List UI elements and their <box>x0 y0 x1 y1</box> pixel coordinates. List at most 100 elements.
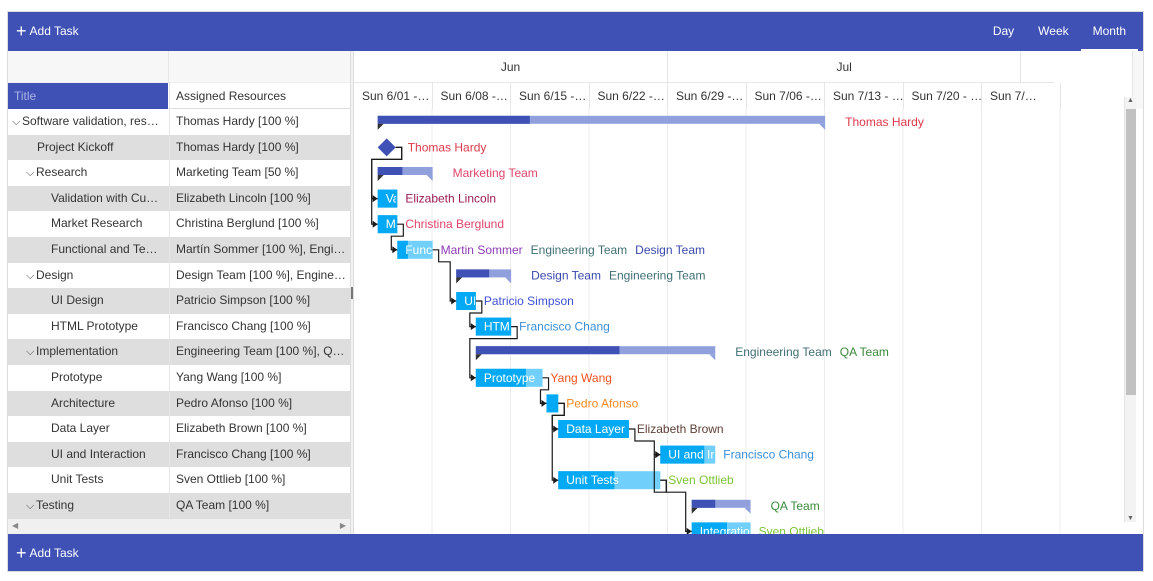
chevron-down-icon[interactable]: ⌵ <box>12 116 21 128</box>
view-week-button[interactable]: Week <box>1038 24 1069 38</box>
summary-bar-end-cap <box>819 123 826 130</box>
summary-bar-progress <box>691 499 716 508</box>
scroll-down-icon[interactable]: ▼ <box>1127 515 1134 522</box>
grid-row[interactable]: Validation with Cus… Elizabeth Lincoln [1… <box>8 185 350 212</box>
week-header: Sun 7/20 - … <box>904 83 982 109</box>
resource-label: Thomas Hardy <box>845 115 924 129</box>
task-title-cell: HTML Prototype <box>8 314 168 340</box>
view-month-button[interactable]: Month <box>1080 12 1138 51</box>
task-bar-label: Data Layer <box>566 422 625 436</box>
task-title-cell: Validation with Cus… <box>8 186 168 212</box>
assigned-resources-cell: Sven Ottlieb [100 %] <box>169 467 350 493</box>
task-bar-progress <box>377 215 398 234</box>
assigned-resources-cell: Yang Wang [100 %] <box>169 364 350 391</box>
week-header: Sun 6/01 -… <box>354 83 433 109</box>
task-bar-progress <box>475 317 512 336</box>
task-title-cell: Unit Tests <box>8 467 168 493</box>
bottom-toolbar: + Add Task <box>8 534 1143 571</box>
week-header: Sun 7/06 -… <box>747 83 825 109</box>
summary-bar[interactable] <box>377 115 826 124</box>
chevron-down-icon[interactable]: ⌵ <box>26 269 35 282</box>
task-title: Validation with Cus… <box>51 190 165 205</box>
task-title: UI Design <box>51 293 104 308</box>
task-title: Implementation <box>36 344 119 359</box>
chevron-down-icon[interactable]: ⌵ <box>26 167 35 180</box>
grid-row[interactable]: Functional and Te…Martín Sommer [100 %],… <box>8 236 350 263</box>
task-title-cell: ⌵Software validation, res… <box>8 109 168 136</box>
grid-row[interactable]: ⌵Software validation, res…Thomas Hardy [… <box>8 109 350 135</box>
task-bar-label: Func <box>405 243 432 257</box>
add-task-button-bottom[interactable]: + Add Task <box>16 534 79 571</box>
pane-splitter[interactable] <box>350 51 354 534</box>
scroll-left-icon[interactable]: ◀ <box>12 521 19 530</box>
assigned-resources-cell: QA Team [100 %] <box>169 492 350 519</box>
column-header-title[interactable]: Title <box>8 83 168 109</box>
dependency-arrow-icon <box>553 425 559 433</box>
view-day-button[interactable]: Day <box>992 24 1015 38</box>
task-title-cell: Functional and Te… <box>8 237 168 263</box>
resource-label: Yang Wang <box>551 371 612 385</box>
dependency-arrow-icon <box>553 476 559 484</box>
dependency-arrow-icon <box>655 451 661 459</box>
scroll-right-icon[interactable]: ▶ <box>339 521 346 530</box>
top-toolbar: + Add Task Day Week Month <box>8 12 1143 51</box>
summary-bar-start-cap <box>377 175 384 181</box>
resource-label: Sven Ottlieb <box>668 473 734 487</box>
summary-bar-progress <box>456 269 490 278</box>
assigned-resources-cell: Design Team [100 %], Engine… <box>169 262 350 289</box>
dependency-arrow-icon <box>372 220 378 228</box>
add-task-label: Add Task <box>29 546 79 560</box>
chevron-down-icon[interactable]: ⌵ <box>26 499 35 512</box>
assigned-resources-cell: Elizabeth Lincoln [100 %] <box>169 185 350 212</box>
assigned-resources-cell: Marketing Team [50 %] <box>169 160 350 186</box>
summary-bar[interactable] <box>377 167 433 175</box>
task-title-cell: Prototype <box>8 365 168 391</box>
week-header: Sun 6/22 -… <box>590 83 668 109</box>
task-bar-label: HTM <box>484 320 510 334</box>
plus-icon: + <box>16 543 27 563</box>
milestone-diamond[interactable] <box>377 138 396 157</box>
assigned-resources-cell: Pedro Afonso [100 %] <box>169 390 350 417</box>
task-title: Software validation, res… <box>22 114 159 128</box>
task-bar-label: Prototype <box>484 371 536 385</box>
vertical-scrollbar[interactable]: ▲ ▼ <box>1124 97 1136 522</box>
dependency-arrow-icon <box>470 374 476 382</box>
task-bar-label: Unit Tests <box>566 473 618 487</box>
column-header-resources[interactable]: Assigned Resources <box>169 83 350 109</box>
week-header: Sun 6/08 -… <box>433 83 511 109</box>
splitter-grip-icon[interactable] <box>351 287 353 299</box>
task-title-cell: UI and Interaction <box>8 442 168 468</box>
summary-bar[interactable] <box>691 499 751 508</box>
add-task-button[interactable]: + Add Task <box>16 12 79 51</box>
resource-label: Elizabeth Brown <box>637 422 724 436</box>
summary-bar-end-cap <box>744 507 751 514</box>
resource-label: Francisco Chang <box>723 448 814 462</box>
task-title-cell: ⌵Testing <box>8 493 168 520</box>
scroll-up-icon[interactable]: ▲ <box>1127 97 1134 104</box>
task-title-cell: Market Research <box>8 211 168 237</box>
task-title: Testing <box>36 497 75 512</box>
resource-label: Martin Sommer <box>441 243 523 257</box>
task-title: Data Layer <box>51 421 110 436</box>
task-title-cell: Data Layer <box>8 416 168 442</box>
horizontal-scrollbar[interactable]: ◀ ▶ <box>8 518 350 534</box>
summary-bar-start-cap <box>691 507 698 514</box>
assigned-resources-cell: Francisco Chang [100 %] <box>169 313 350 340</box>
scrollbar-thumb[interactable] <box>1126 109 1136 395</box>
chevron-down-icon[interactable]: ⌵ <box>26 346 35 359</box>
